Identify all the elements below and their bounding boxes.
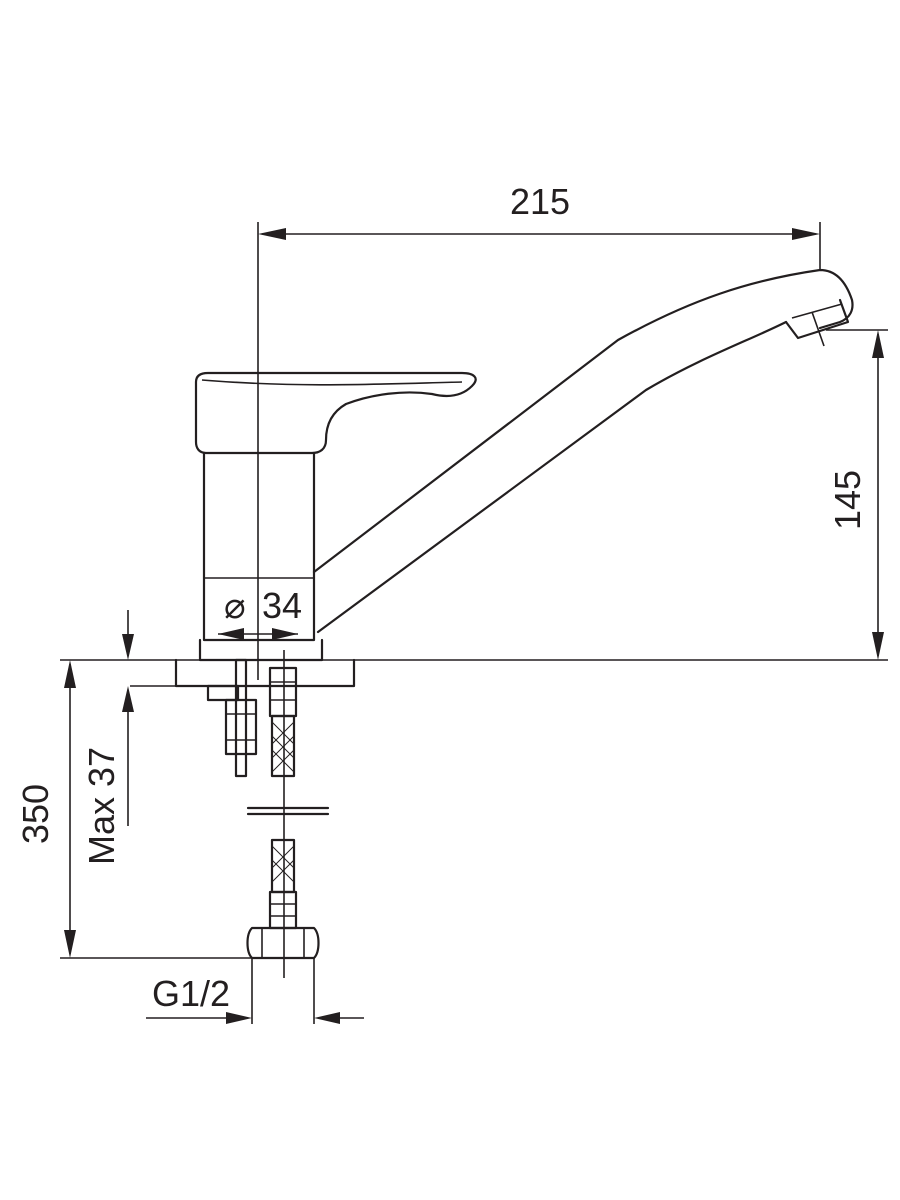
lever-handle <box>194 371 477 455</box>
dimension-label-145: 145 <box>827 470 868 530</box>
hose-nut <box>246 926 320 960</box>
dimension-label-max-37: Max 37 <box>81 747 122 865</box>
dimension-label-350: 350 <box>15 784 56 844</box>
aerator <box>784 298 850 340</box>
mounting-plate <box>174 658 356 688</box>
base-collar <box>198 638 324 662</box>
dimension-label-34: 34 <box>262 585 302 626</box>
dimension-thread: G1/2 <box>146 958 364 1024</box>
body-cylinder <box>202 451 316 642</box>
diameter-symbol: ⌀ <box>224 585 246 626</box>
dimension-base-diameter: ⌀ 34 <box>218 585 302 640</box>
dimension-label-215: 215 <box>510 181 570 222</box>
dimension-hose-length: 350 <box>15 660 252 959</box>
countertop <box>60 658 888 688</box>
spout <box>312 268 854 574</box>
dimension-max-countertop: Max 37 <box>81 610 134 865</box>
mounting-hardware <box>206 658 330 960</box>
dimension-label-g1-2: G1/2 <box>152 973 230 1014</box>
dimension-spout-height: 145 <box>826 329 888 660</box>
dimension-spout-reach: 215 <box>258 181 821 270</box>
